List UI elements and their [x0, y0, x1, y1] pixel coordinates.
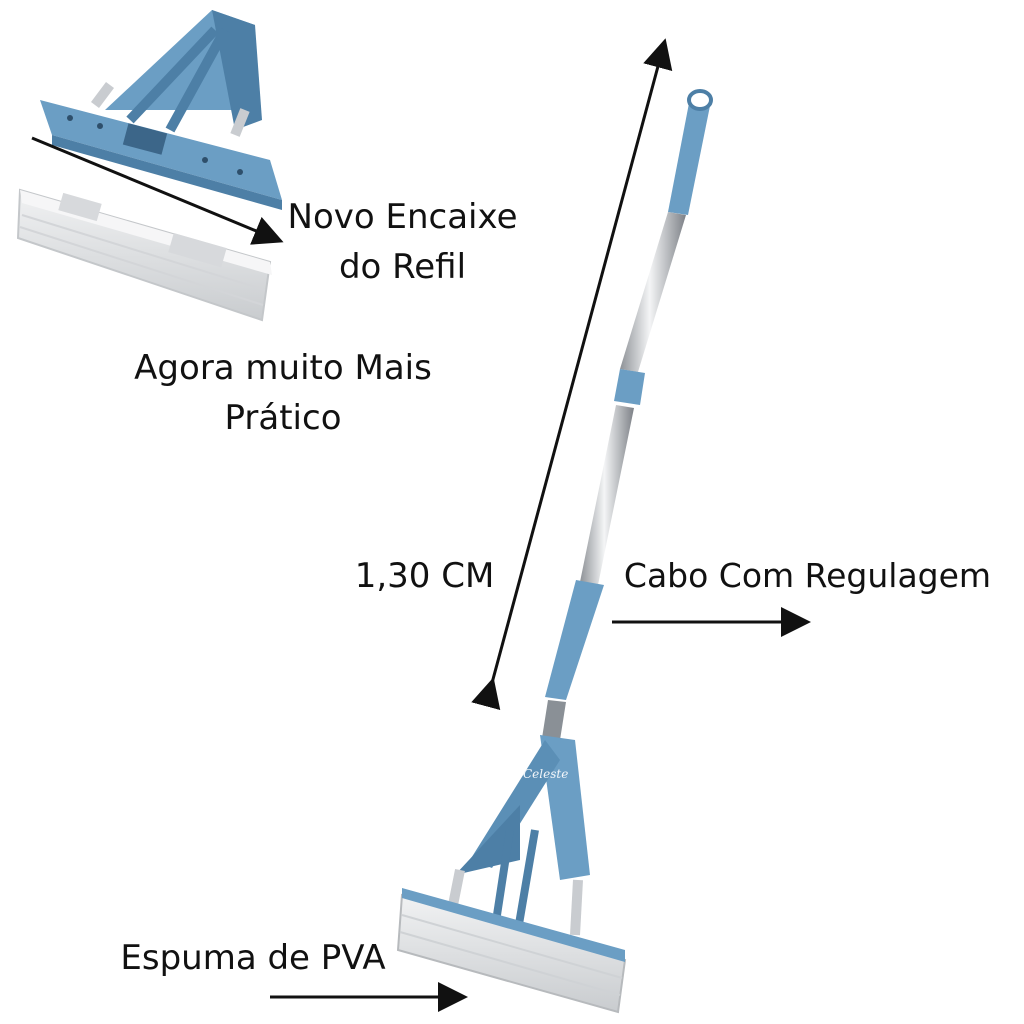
cabo-label: Cabo Com Regulagem	[623, 556, 992, 595]
espuma-label: Espuma de PVA	[120, 938, 386, 978]
mop-sponge	[396, 888, 627, 1014]
pratico-label-line2: Prático	[224, 398, 342, 438]
refil-label-line1: Novo Encaixe	[287, 197, 518, 237]
mop-frame: Celeste	[448, 735, 590, 936]
size-arrow	[471, 38, 673, 711]
refil-label-line2: do Refil	[338, 247, 467, 287]
mop-head-frame	[40, 10, 282, 210]
pratico-label: Agora muito Mais Prático	[128, 343, 438, 443]
refil-label: Novo Encaixe do Refil	[285, 192, 520, 292]
refill-sponge	[16, 188, 272, 322]
refil-arrow	[31, 136, 284, 245]
pratico-label-line1: Agora muito Mais	[134, 348, 432, 388]
brand-logo: Celeste	[523, 767, 568, 781]
size-label: 1,30 CM	[354, 556, 495, 596]
mop-handle	[542, 89, 713, 740]
